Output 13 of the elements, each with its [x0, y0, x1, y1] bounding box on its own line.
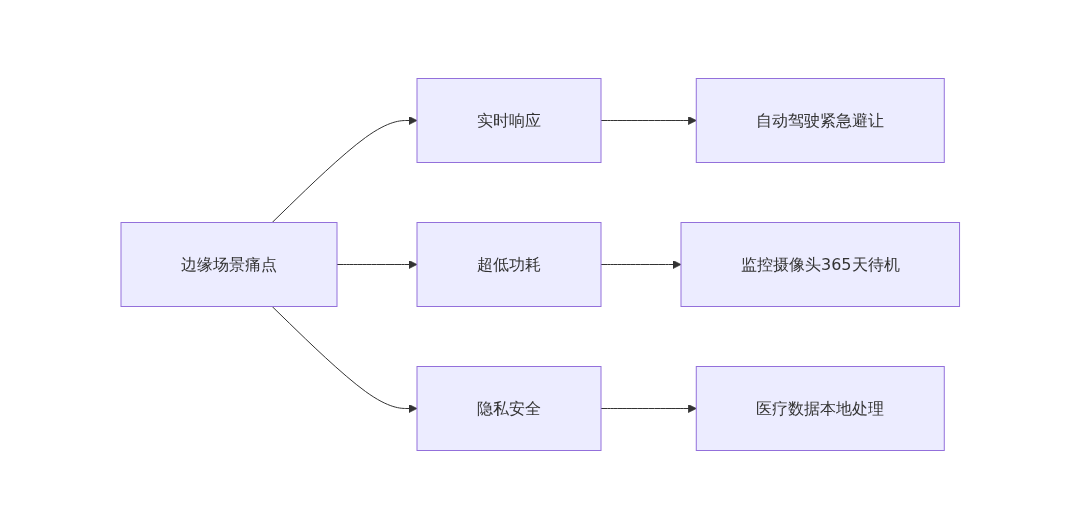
node-box: 自动驾驶紧急避让	[695, 78, 945, 163]
node-box: 边缘场景痛点	[120, 222, 338, 307]
node-box: 实时响应	[416, 78, 602, 163]
node-box: 超低功耗	[416, 222, 602, 307]
node-box: 隐私安全	[416, 366, 602, 451]
arrow	[271, 306, 418, 413]
arrow	[336, 260, 418, 269]
arrow	[600, 404, 697, 413]
arrow	[271, 116, 418, 223]
node-box: 医疗数据本地处理	[695, 366, 945, 451]
arrow	[600, 116, 697, 125]
node-box: 监控摄像头365天待机	[680, 222, 960, 307]
arrow	[600, 260, 682, 269]
